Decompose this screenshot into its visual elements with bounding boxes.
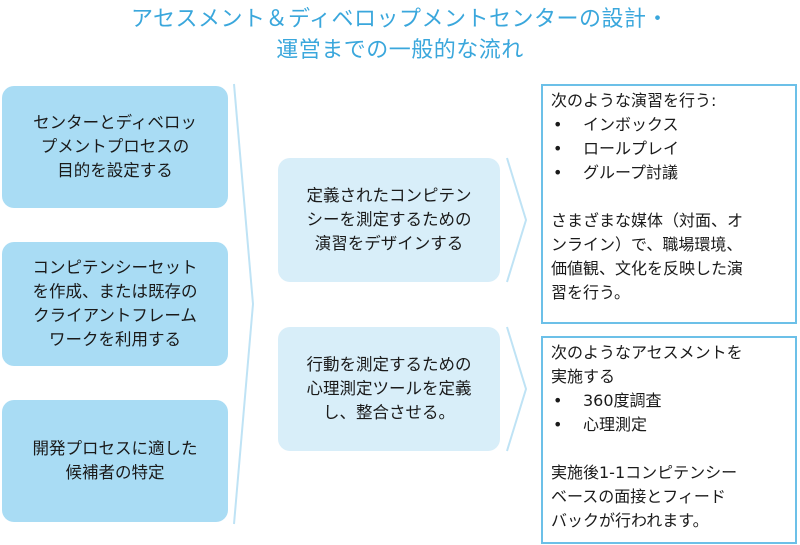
bullet-dot: • [553,163,563,182]
step-2-line-2: を作成、または既存の [32,282,198,301]
mid-2-line-1: 行動を測定するための [306,355,472,374]
mid-bracket-top [506,157,528,283]
detail-1-outro-4: 習を行う。 [551,283,631,302]
step-1-line-2: プメントプロセスの [40,137,190,156]
mid-box-psychometric-tools: 行動を測定するための 心理測定ツールを定義 し、整合させる。 [278,327,500,451]
detail-2-outro-1: 実施後1-1コンピテンシー [551,463,738,482]
mid-1-line-1: 定義されたコンピテン [306,186,472,205]
bullet-text: グループ討議 [583,163,679,182]
spacer [551,185,787,209]
page-title-line-1: アセスメント＆ディベロップメントセンターの設計・ [130,7,670,32]
bullet-text: インボックス [583,115,679,134]
detail-2-intro-2: 実施する [551,367,616,386]
detail-1-bullet-2: • ロールプレイ [551,137,787,161]
mid-1-line-2: シーを測定するための [306,210,472,229]
bullet-text: 360度調査 [583,391,662,410]
mid-2-line-3: し、整合させる。 [323,403,455,422]
bullet-text: 心理測定 [583,415,648,434]
detail-1-bullet-3: • グループ討議 [551,161,787,185]
bullet-dot: • [553,115,563,134]
left-bracket [233,83,255,525]
step-3-line-2: 候補者の特定 [65,463,165,482]
step-2-box: コンピテンシーセット を作成、または既存の クライアントフレーム ワークを利用す… [2,242,228,366]
detail-2-intro-1: 次のようなアセスメントを [551,343,743,362]
page-title-line-2: 運営までの一般的な流れ [276,38,524,63]
spacer [551,437,787,461]
mid-2-line-2: 心理測定ツールを定義 [306,379,472,398]
step-1-line-1: センターとディベロッ [33,113,197,132]
mid-1-line-3: 演習をデザインする [314,234,464,253]
detail-box-assessments: 次のようなアセスメントを 実施する • 360度調査 • 心理測定 実施後1-1… [541,336,797,544]
step-2-line-4: ワークを利用する [49,330,181,349]
detail-2-bullet-2: • 心理測定 [551,413,787,437]
bullet-dot: • [553,139,563,158]
detail-1-bullet-1: • インボックス [551,113,787,137]
step-3-box: 開発プロセスに適した 候補者の特定 [2,400,228,522]
step-2-line-1: コンピテンシーセット [32,258,198,277]
detail-box-exercises: 次のような演習を行う: • インボックス • ロールプレイ • グループ討議 さ… [541,84,797,324]
detail-1-outro-1: さまざまな媒体（対面、オ [551,211,744,230]
step-1-line-3: 目的を設定する [57,161,173,180]
detail-2-outro-3: バックが行われます。 [551,511,709,530]
step-3-line-1: 開発プロセスに適した [32,439,198,458]
detail-1-intro: 次のような演習を行う: [551,91,717,110]
bullet-text: ロールプレイ [583,139,680,158]
step-1-box: センターとディベロッ プメントプロセスの 目的を設定する [2,86,228,208]
detail-2-bullet-1: • 360度調査 [551,389,787,413]
mid-bracket-bottom [506,326,528,452]
page-title: アセスメント＆ディベロップメントセンターの設計・ 運営までの一般的な流れ [0,4,800,66]
bullet-dot: • [553,415,563,434]
detail-1-outro-2: ンライン）で、職場環境、 [551,235,743,254]
detail-1-outro-3: 価値観、文化を反映した演 [551,259,744,278]
mid-box-exercise-design: 定義されたコンピテン シーを測定するための 演習をデザインする [278,158,500,282]
step-2-line-3: クライアントフレーム [33,306,197,325]
bullet-dot: • [553,391,563,410]
detail-2-outro-2: ベースの面接とフィード [551,487,726,506]
